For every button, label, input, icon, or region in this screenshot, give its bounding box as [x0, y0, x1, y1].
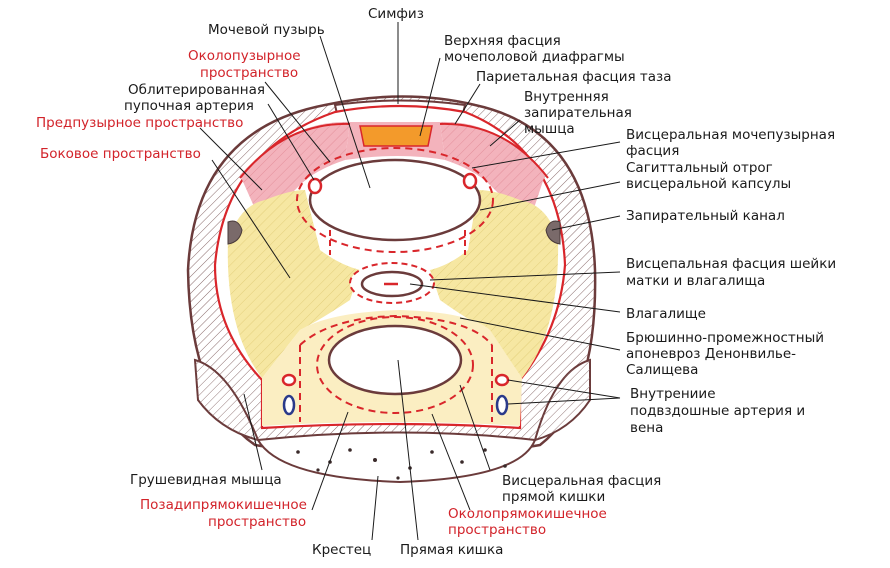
label-denonvilliers-1: Брюшинно-промежностный [626, 330, 824, 346]
label-vagina: Влагалище [626, 306, 706, 322]
label-iliac-vessels-1: Внутрениие [630, 386, 716, 402]
sacrum-bone [256, 431, 537, 484]
label-rectal-fascia-2: прямой кишки [502, 489, 605, 505]
label-obliterated-artery-2: пупочная артерия [124, 98, 254, 114]
label-urogenital-fascia-2: мочеполовой диафрагмы [444, 49, 625, 65]
label-rectum: Прямая кишка [400, 542, 503, 558]
label-visceral-vesical-1: Висцеральная мочепузырная [626, 127, 835, 143]
labels: Симфиз Мочевой пузырь Околопузырное прос… [36, 6, 836, 558]
label-parietal-fascia: Париетальная фасция таза [476, 69, 672, 85]
label-symphysis: Симфиз [368, 6, 424, 22]
bladder [308, 158, 482, 242]
label-sagittal-spur-2: висцеральной капсулы [626, 176, 791, 192]
label-iliac-vessels-2: подвздошные артерия и [630, 403, 805, 419]
label-pararectal-2: пространство [448, 522, 546, 538]
obturator-canal-left [227, 220, 243, 245]
label-sacrum: Крестец [312, 542, 371, 558]
iliac-vein-right [495, 394, 509, 416]
iliac-artery-right [494, 373, 510, 387]
label-urogenital-fascia-1: Верхняя фасция [444, 33, 561, 49]
label-obturator-internus-3: мышца [524, 121, 575, 137]
label-cervix-fascia-1: Висцепальная фасция шейки [626, 256, 836, 272]
label-sagittal-spur-1: Сагиттальный отрог [626, 160, 773, 176]
label-visceral-vesical-2: фасция [626, 143, 679, 159]
label-bladder: Мочевой пузырь [208, 22, 325, 38]
obturator-canal-right [545, 220, 561, 245]
label-obturator-internus-1: Внутренняя [524, 89, 609, 105]
leader-lines [199, 22, 621, 541]
label-paravesical-1: Околопузырное [188, 48, 301, 64]
label-cervix-fascia-2: матки и влагалища [626, 273, 765, 289]
label-pararectal-1: Околопрямокишечное [448, 506, 607, 522]
umbilical-artery-right [462, 172, 478, 190]
label-piriformis: Грушевидная мышца [130, 472, 282, 488]
visceral-vesical-fascia [296, 147, 494, 253]
label-obliterated-artery-1: Облитерированная [128, 82, 265, 98]
umbilical-artery-left [307, 177, 323, 195]
prevesical-space [240, 121, 350, 220]
urogenital-diaphragm-strip [359, 125, 433, 147]
sacrum-dots [296, 448, 507, 480]
label-paravesical-2: пространство [200, 65, 298, 81]
label-denonvilliers-3: Салищева [626, 362, 698, 378]
label-retrorectal-2: пространство [208, 514, 306, 530]
label-retrorectal-1: Позадипрямокишечное [140, 497, 307, 513]
label-iliac-vessels-3: вена [630, 420, 663, 436]
label-denonvilliers-2: апоневроз Денонвилье- [626, 346, 796, 362]
lateral-space-left [227, 190, 360, 378]
iliac-vein-left [282, 394, 296, 416]
label-rectal-fascia-1: Висцеральная фасция [502, 473, 661, 489]
iliac-artery-left [281, 373, 297, 387]
label-obturator-canal: Запирательный канал [626, 208, 785, 224]
label-prevesical: Предпузырное пространство [36, 115, 243, 131]
rectal-fascia [316, 316, 474, 414]
label-lateral-space: Боковое пространство [40, 146, 201, 162]
denonvilliers-fascia [299, 314, 493, 346]
rectum [327, 324, 463, 396]
label-obturator-internus-2: запирательная [524, 105, 632, 121]
